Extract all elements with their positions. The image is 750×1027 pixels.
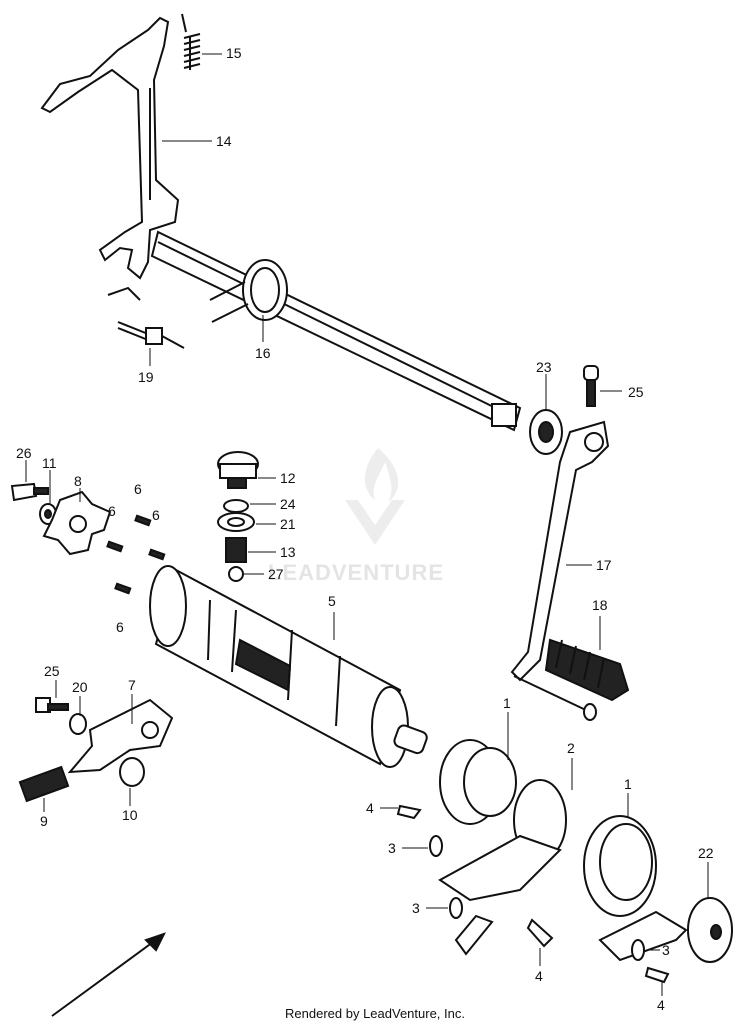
part-5-shift-drum (149, 565, 428, 768)
direction-arrow (51, 932, 166, 1017)
callout-labels: 15 14 16 19 23 25 26 11 8 6 6 6 6 12 24 … (16, 45, 714, 1013)
part-23-washer (529, 409, 563, 455)
part-3-pin-c (631, 939, 645, 961)
callout-9: 9 (40, 813, 48, 829)
callout-3-b: 3 (412, 900, 420, 916)
part-12-plug (217, 451, 259, 489)
part-22-washer (687, 897, 733, 963)
watermark: LEADVENTURE (268, 448, 444, 585)
part-18-pedal-rubber (544, 638, 630, 702)
callout-18: 18 (592, 597, 608, 613)
callout-23: 23 (536, 359, 552, 375)
callout-6-b: 6 (108, 503, 116, 519)
part-26-screw (10, 482, 49, 502)
part-9-spring (18, 765, 70, 803)
footer-credit: Rendered by LeadVenture, Inc. (285, 1006, 465, 1021)
part-15-spring (181, 13, 201, 70)
callout-11: 11 (42, 455, 57, 471)
part-1-shift-fork-right (583, 815, 688, 962)
callout-1-left: 1 (503, 695, 511, 711)
part-3-pin-b (449, 897, 463, 919)
callout-6-a: 6 (134, 481, 142, 497)
part-17-gearshift-pedal (510, 420, 610, 721)
callout-20: 20 (72, 679, 88, 695)
leader-lines (25, 53, 709, 996)
callout-3-a: 3 (388, 840, 396, 856)
part-13-spring (225, 537, 247, 563)
part-1-shift-fork-left (439, 739, 517, 825)
callout-6-c: 6 (152, 507, 160, 523)
callout-22: 22 (698, 845, 714, 861)
part-8-stopper-plate (42, 490, 112, 556)
callout-25-top: 25 (628, 384, 644, 400)
callout-2: 2 (567, 740, 575, 756)
callout-10: 10 (122, 807, 138, 823)
part-19-bolt (117, 321, 185, 349)
callout-15: 15 (226, 45, 242, 61)
callout-6-d: 6 (116, 619, 124, 635)
callout-7: 7 (128, 677, 136, 693)
watermark-flame-icon (364, 448, 399, 502)
callout-1-right: 1 (624, 776, 632, 792)
part-25-bolt-bottom (35, 697, 69, 713)
part-4-clip-b (526, 918, 554, 948)
part-24-washer (223, 499, 249, 513)
part-14-shift-arm (40, 16, 180, 301)
callout-27: 27 (268, 566, 284, 582)
callout-25-bottom: 25 (44, 663, 60, 679)
callout-4-a: 4 (366, 800, 374, 816)
callout-13: 13 (280, 544, 296, 560)
part-4-clip-c (644, 966, 670, 984)
callout-21: 21 (280, 516, 296, 532)
callout-17: 17 (596, 557, 612, 573)
callout-3-c: 3 (662, 942, 670, 958)
part-10-collar (119, 757, 145, 787)
callout-4-b: 4 (535, 968, 543, 984)
part-2-shift-fork-center (438, 779, 567, 956)
part-6-pins (106, 514, 166, 595)
callout-14: 14 (216, 133, 232, 149)
callout-24: 24 (280, 496, 296, 512)
callout-5: 5 (328, 593, 336, 609)
part-25-bolt-top (583, 365, 599, 407)
part-21-washer (217, 512, 255, 532)
callout-19: 19 (138, 369, 154, 385)
part-3-pin-a (429, 835, 443, 857)
part-27-ball (228, 566, 244, 582)
part-20-collar (69, 713, 87, 735)
watermark-text: LEADVENTURE (268, 560, 444, 585)
callout-26: 26 (16, 445, 32, 461)
part-4-clip-a (396, 804, 422, 820)
part-7-stopper-arm (67, 698, 174, 774)
callout-8: 8 (74, 473, 82, 489)
part-16-shift-spindle (150, 230, 522, 432)
callout-4-c: 4 (657, 997, 665, 1013)
callout-16: 16 (255, 345, 271, 361)
callout-12: 12 (280, 470, 296, 486)
watermark-v-icon (345, 500, 405, 545)
